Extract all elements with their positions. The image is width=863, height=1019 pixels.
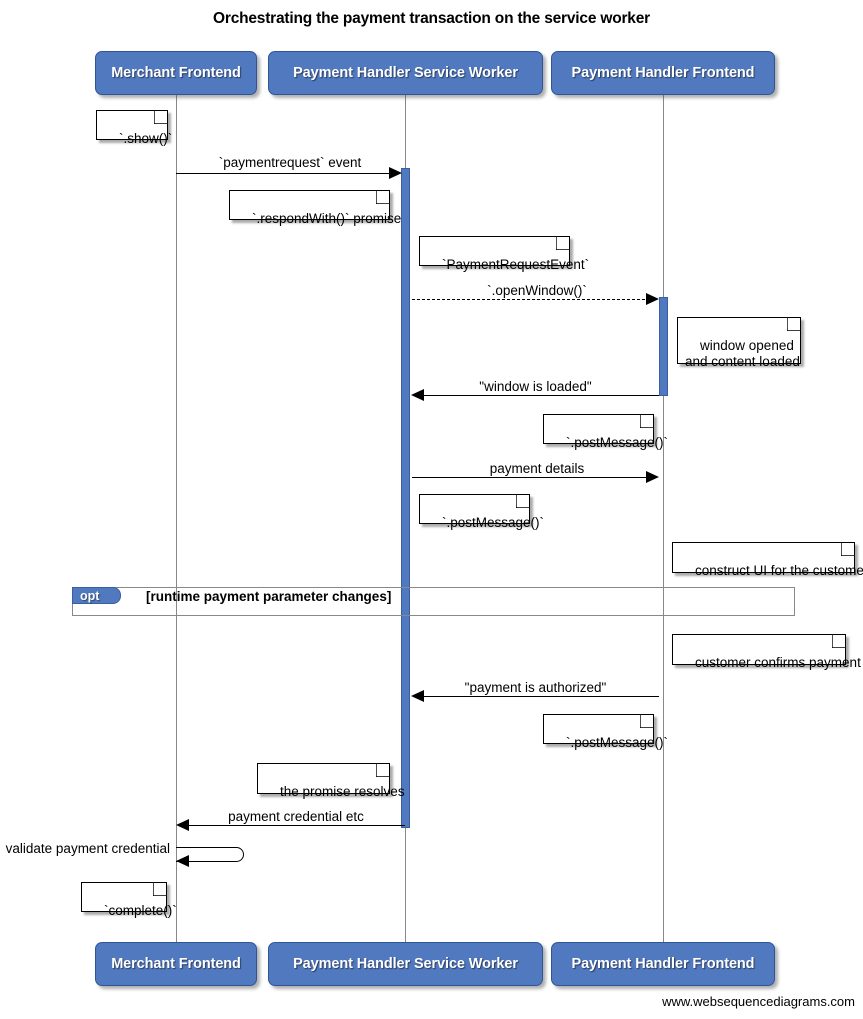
message-arrowhead-openwindow <box>646 293 659 305</box>
note-respondwith-promise: `.respondWith()` promise <box>229 190 401 226</box>
message-line-openwindow <box>412 299 650 300</box>
fragment-opt-condition: [runtime payment parameter changes] <box>146 589 392 604</box>
message-line-payment-is-authorized <box>424 696 659 697</box>
activation-bar-payment-handler-frontend <box>659 297 668 396</box>
message-arrowhead-paymentrequest-event <box>389 167 402 179</box>
note-postmessage-1-text: `.postMessage()` <box>566 435 669 450</box>
lifeline-payment-handler-frontend <box>663 95 664 943</box>
message-line-payment-details <box>412 477 650 478</box>
activation-bar-service-worker <box>401 168 410 828</box>
note-postmessage-3-text: `.postMessage()` <box>566 735 669 750</box>
note-fold-icon <box>640 714 654 728</box>
note-the-promise-resolves: the promise resolves <box>257 763 405 799</box>
participant-payment-handler-frontend-top[interactable]: Payment Handler Frontend <box>551 51 775 95</box>
note-complete-text: `complete()` <box>104 903 177 918</box>
note-postmessage-2: `.postMessage()` <box>419 494 544 530</box>
note-the-promise-resolves-text: the promise resolves <box>280 784 405 799</box>
message-line-window-is-loaded <box>424 395 659 396</box>
message-label-payment-credential-etc: payment credential etc <box>228 809 364 824</box>
message-label-validate-payment-credential: validate payment credential <box>5 841 170 856</box>
footer-credit: www.websequencediagrams.com <box>662 994 855 1009</box>
note-construct-ui-for-the-customer: construct UI for the customer <box>672 542 863 578</box>
note-fold-icon <box>376 763 390 777</box>
message-arrowhead-payment-credential-etc <box>176 819 189 831</box>
note-postmessage-3: `.postMessage()` <box>543 714 668 750</box>
note-show-text: `.show()` <box>119 131 173 146</box>
lifeline-merchant <box>176 95 177 943</box>
message-line-paymentrequest-event <box>176 173 394 174</box>
message-arrowhead-validate-payment-credential <box>176 855 189 867</box>
note-construct-ui-text: construct UI for the customer <box>695 563 863 578</box>
note-window-opened-text: window opened and content loaded <box>685 338 800 369</box>
note-fold-icon <box>556 236 570 250</box>
message-label-payment-details: payment details <box>489 461 585 476</box>
message-label-window-is-loaded: "window is loaded" <box>479 379 592 394</box>
note-fold-icon <box>841 542 855 556</box>
note-paymentrequestevent: `PaymentRequestEvent` <box>419 236 589 272</box>
message-selfcall-validate-payment-credential <box>176 847 244 862</box>
note-customer-confirms-payment-text: customer confirms payment <box>695 655 861 670</box>
message-label-payment-is-authorized: "payment is authorized" <box>464 680 607 695</box>
note-show: `.show()` <box>96 110 172 146</box>
participant-payment-handler-service-worker-top[interactable]: Payment Handler Service Worker <box>268 51 543 95</box>
note-window-opened-and-content-loaded: window opened and content loaded <box>677 317 801 369</box>
note-fold-icon <box>640 414 654 428</box>
note-fold-icon <box>832 634 846 648</box>
participant-merchant-frontend-top[interactable]: Merchant Frontend <box>95 51 257 95</box>
note-customer-confirms-payment: customer confirms payment <box>672 634 861 670</box>
message-arrowhead-payment-is-authorized <box>411 690 424 702</box>
message-label-openwindow: `.openWindow()` <box>487 283 587 298</box>
note-postmessage-1: `.postMessage()` <box>543 414 668 450</box>
message-label-paymentrequest-event: `paymentrequest` event <box>218 155 362 170</box>
note-complete: `complete()` <box>81 882 177 918</box>
participant-payment-handler-service-worker-bottom[interactable]: Payment Handler Service Worker <box>268 942 543 986</box>
note-fold-icon <box>154 110 168 124</box>
note-postmessage-2-text: `.postMessage()` <box>442 515 545 530</box>
note-respondwith-promise-text: `.respondWith()` promise <box>252 211 402 226</box>
fragment-opt-tab: opt <box>72 587 121 604</box>
message-line-payment-credential-etc <box>189 825 405 826</box>
note-fold-icon <box>376 190 390 204</box>
note-fold-icon <box>153 882 167 896</box>
participant-payment-handler-frontend-bottom[interactable]: Payment Handler Frontend <box>551 942 775 986</box>
message-arrowhead-payment-details <box>646 471 659 483</box>
note-fold-icon <box>787 317 801 331</box>
note-fold-icon <box>516 494 530 508</box>
message-arrowhead-window-is-loaded <box>411 389 424 401</box>
participant-merchant-frontend-bottom[interactable]: Merchant Frontend <box>95 942 257 986</box>
page-title: Orchestrating the payment transaction on… <box>213 10 650 27</box>
note-paymentrequestevent-text: `PaymentRequestEvent` <box>442 257 590 272</box>
